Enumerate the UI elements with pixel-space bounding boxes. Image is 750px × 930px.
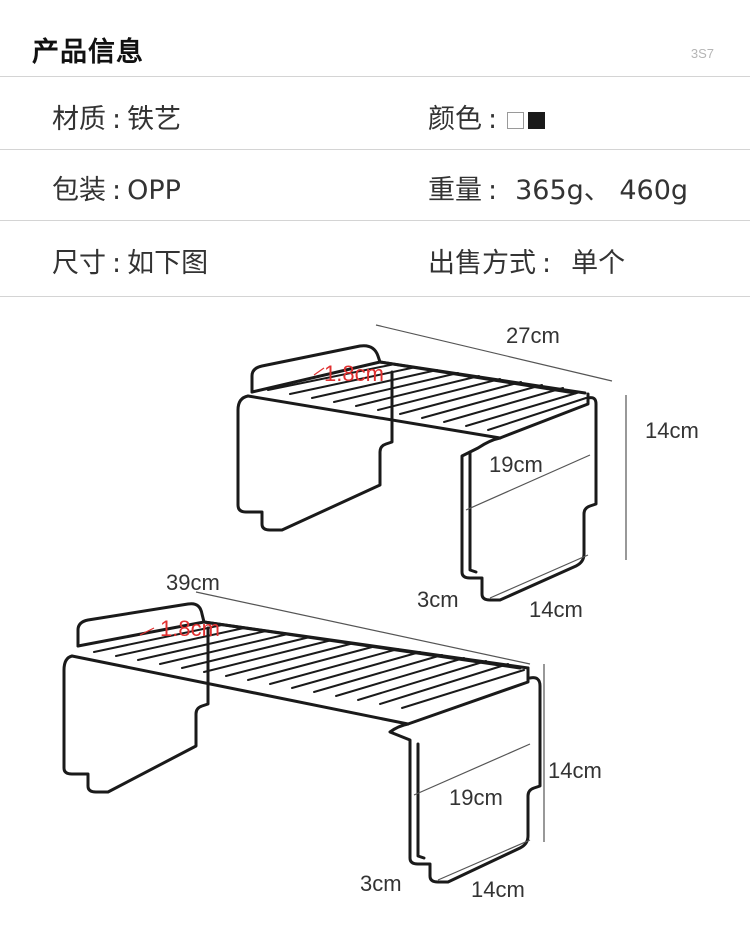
large-rack-rim-pointer	[139, 627, 155, 636]
spec-material: 材质:铁艺	[52, 104, 182, 135]
small-rack-rim-label: 1.8cm	[324, 361, 384, 386]
divider	[0, 296, 750, 297]
small-rack-dimension-lines	[375, 324, 627, 599]
small-rack-illustration	[236, 344, 598, 602]
large-rack-foot-label: 3cm	[360, 871, 402, 896]
divider	[0, 76, 750, 77]
white-color-swatch	[507, 112, 525, 129]
large-rack-rim-label: 1.8cm	[160, 616, 220, 641]
rack-dimension-drawing: 27cm 14cm 19cm 14cm 3cm 1.8cm	[62, 323, 699, 902]
small-rack-rim-pointer	[313, 367, 325, 376]
spec-color: 颜色:	[428, 97, 546, 136]
divider	[0, 149, 750, 150]
divider	[0, 220, 750, 221]
info-header: 产品信息 3S7	[0, 0, 750, 76]
spec-packaging: 包装:OPP	[52, 175, 181, 206]
spec-size: 尺寸:如下图	[52, 248, 209, 279]
small-rack-height-label: 14cm	[645, 418, 699, 443]
large-rack-height-label: 14cm	[548, 758, 602, 783]
large-rack-inner-height-label: 19cm	[449, 785, 503, 810]
small-rack-length-label: 27cm	[506, 323, 560, 348]
section-title: 产品信息	[32, 37, 144, 68]
spec-weight: 重量:365g、 460g	[428, 175, 689, 206]
small-rack-depth-label: 14cm	[529, 597, 583, 622]
small-rack-inner-height-label: 19cm	[489, 452, 543, 477]
product-code: 3S7	[690, 46, 714, 61]
large-rack-length-label: 39cm	[166, 570, 220, 595]
large-rack-depth-label: 14cm	[471, 877, 525, 902]
spec-row: 材质:铁艺 颜色:	[0, 77, 750, 149]
spec-row: 尺寸:如下图 出售方式:单个	[0, 221, 750, 293]
large-rack-illustration	[62, 602, 542, 884]
small-rack-foot-label: 3cm	[417, 587, 459, 612]
spec-row: 包装:OPP 重量:365g、 460g	[0, 150, 750, 222]
dimension-diagram: 27cm 14cm 19cm 14cm 3cm 1.8cm	[0, 297, 750, 930]
black-color-swatch	[528, 112, 546, 129]
spec-sale-mode: 出售方式:单个	[428, 248, 626, 279]
large-rack-dimension-lines	[195, 591, 545, 881]
